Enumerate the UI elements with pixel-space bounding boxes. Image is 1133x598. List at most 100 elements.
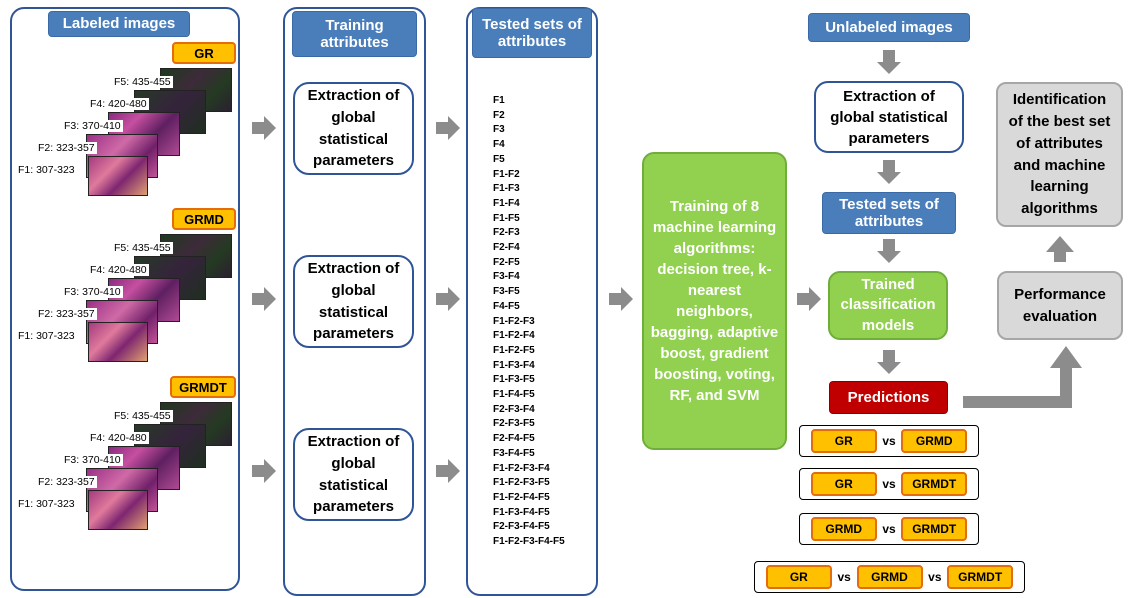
class-tag-grmd: GRMD [856, 565, 923, 589]
predictions-box: Predictions [829, 381, 948, 414]
band-label: F1: 307-323 [16, 164, 77, 176]
band-label: F4: 420-480 [88, 264, 149, 276]
arrow-down-icon [877, 50, 901, 74]
class-tag-grmdt: GRMDT [170, 376, 236, 398]
band-label: F2: 323-357 [36, 308, 97, 320]
band-image [88, 156, 148, 196]
training-attributes-title: Training attributes [292, 11, 417, 57]
extraction-box-unlabeled: Extraction of global statistical paramet… [814, 81, 964, 153]
vs-label: vs [928, 570, 942, 584]
arrow-right-icon [436, 287, 460, 311]
band-label: F5: 435-455 [112, 76, 173, 88]
band-label: F4: 420-480 [88, 98, 149, 110]
attribute-set-item: F1-F2-F3-F4 [493, 462, 550, 474]
tested-sets-box-unlabeled: Tested sets of attributes [822, 192, 956, 234]
vs-label: vs [882, 434, 896, 448]
training-algorithms-box: Training of 8 machine learning algorithm… [642, 152, 787, 450]
class-tag-gr: GR [810, 429, 877, 453]
arrow-down-icon [877, 239, 901, 263]
band-label: F5: 435-455 [112, 410, 173, 422]
attribute-set-item: F3-F4-F5 [493, 447, 535, 459]
identification-box: Identification of the best set of attrib… [996, 82, 1123, 227]
arrow-down-icon [877, 350, 901, 374]
arrow-right-icon [252, 287, 276, 311]
arrow-right-icon [252, 459, 276, 483]
arrow-right-icon [609, 287, 633, 311]
vs-label: vs [882, 477, 896, 491]
band-image [88, 490, 148, 530]
attribute-set-item: F2-F3-F4 [493, 403, 535, 415]
band-label: F1: 307-323 [16, 330, 77, 342]
band-label: F2: 323-357 [36, 476, 97, 488]
class-tag-grmd: GRMD [810, 517, 877, 541]
attribute-set-item: F1-F3 [493, 183, 520, 195]
attribute-set-item: F3-F4 [493, 271, 520, 283]
comparison-box: GR vs GRMD vs GRMDT [754, 561, 1025, 593]
arrow-down-icon [877, 160, 901, 184]
arrow-right-icon [252, 116, 276, 140]
class-tag-grmd: GRMD [901, 429, 968, 453]
arrow-right-icon [436, 116, 460, 140]
attribute-set-item: F4 [493, 139, 505, 151]
attribute-set-item: F2-F3-F4-F5 [493, 521, 550, 533]
attribute-set-item: F1-F2-F5 [493, 344, 535, 356]
comparison-box: GR vs GRMD [799, 425, 979, 457]
attribute-set-item: F2-F3 [493, 227, 520, 239]
labeled-images-title: Labeled images [48, 11, 190, 37]
extraction-box-2: Extraction of global statistical paramet… [293, 255, 414, 348]
attribute-set-item: F1-F3-F5 [493, 374, 535, 386]
vs-label: vs [882, 522, 896, 536]
arrow-right-icon [797, 287, 821, 311]
class-tag-gr: GR [765, 565, 832, 589]
attribute-set-item: F1-F4 [493, 197, 520, 209]
tested-sets-title: Tested sets of attributes [472, 8, 592, 58]
attribute-set-item: F3-F5 [493, 286, 520, 298]
band-label: F4: 420-480 [88, 432, 149, 444]
band-label: F2: 323-357 [36, 142, 97, 154]
performance-evaluation-box: Performance evaluation [997, 271, 1123, 340]
class-tag-grmd: GRMD [172, 208, 236, 230]
vs-label: vs [837, 570, 851, 584]
extraction-box-3: Extraction of global statistical paramet… [293, 428, 414, 521]
attribute-set-item: F3 [493, 124, 505, 136]
attribute-set-item: F2-F3-F5 [493, 418, 535, 430]
arrow-up-icon [1046, 236, 1074, 262]
comparison-box: GR vs GRMDT [799, 468, 979, 500]
attribute-set-item: F1-F2 [493, 168, 520, 180]
attribute-set-item: F1-F4-F5 [493, 389, 535, 401]
attribute-set-item: F2-F4-F5 [493, 433, 535, 445]
class-tag-gr: GR [172, 42, 236, 64]
attribute-set-item: F1-F2-F3-F4-F5 [493, 536, 565, 548]
class-tag-grmdt: GRMDT [901, 472, 968, 496]
attribute-set-item: F1-F2-F3 [493, 315, 535, 327]
band-label: F3: 370-410 [62, 286, 123, 298]
attribute-set-item: F1-F5 [493, 212, 520, 224]
class-tag-grmdt: GRMDT [947, 565, 1014, 589]
band-label: F3: 370-410 [62, 120, 123, 132]
attribute-set-item: F1-F2-F4-F5 [493, 491, 550, 503]
attribute-set-item: F2 [493, 109, 505, 121]
attribute-set-item: F2-F5 [493, 256, 520, 268]
unlabeled-images-title: Unlabeled images [808, 13, 970, 42]
attribute-set-item: F1-F3-F4-F5 [493, 506, 550, 518]
class-tag-gr: GR [810, 472, 877, 496]
extraction-box-1: Extraction of global statistical paramet… [293, 82, 414, 175]
attribute-set-item: F4-F5 [493, 300, 520, 312]
class-tag-grmdt: GRMDT [901, 517, 968, 541]
attribute-set-item: F1-F2-F3-F5 [493, 477, 550, 489]
trained-models-box: Trained classification models [828, 271, 948, 340]
band-label: F5: 435-455 [112, 242, 173, 254]
arrow-right-icon [436, 459, 460, 483]
comparison-box: GRMD vs GRMDT [799, 513, 979, 545]
arrow-elbow-icon [963, 346, 1082, 408]
attribute-set-item: F1 [493, 95, 505, 106]
attribute-set-item: F5 [493, 153, 505, 165]
band-label: F1: 307-323 [16, 498, 77, 510]
attribute-set-item: F1-F2-F4 [493, 330, 535, 342]
band-image [88, 322, 148, 362]
band-label: F3: 370-410 [62, 454, 123, 466]
attribute-set-item: F1-F3-F4 [493, 359, 535, 371]
attribute-set-item: F2-F4 [493, 242, 520, 254]
